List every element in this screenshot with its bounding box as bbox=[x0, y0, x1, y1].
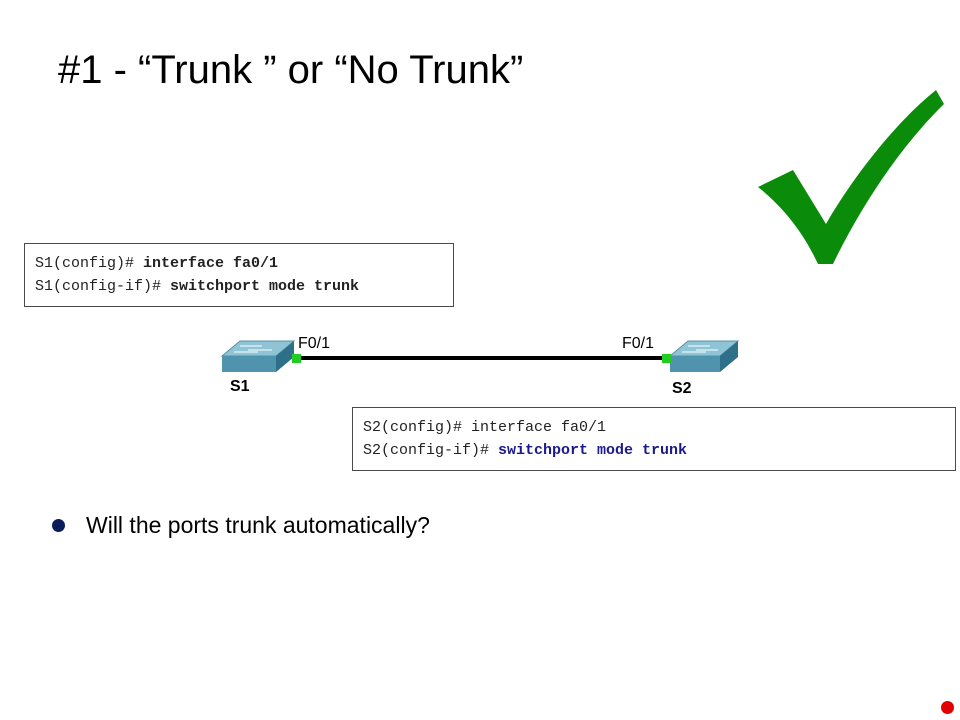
bullet-text: Will the ports trunk automatically? bbox=[86, 512, 430, 538]
s2-name-label: S2 bbox=[672, 380, 692, 397]
switch-s2-icon bbox=[668, 340, 740, 372]
check-mark-shape bbox=[758, 90, 944, 264]
s1-config-line-1: S1(config)# interface fa0/1 bbox=[35, 252, 443, 275]
s1-link-light bbox=[292, 354, 301, 363]
s2-command-2: switchport mode trunk bbox=[498, 442, 688, 459]
s2-command-1: interface fa0/1 bbox=[471, 419, 607, 436]
laser-pointer-dot-icon bbox=[941, 701, 954, 714]
switch-s1-icon bbox=[220, 340, 296, 372]
s1-command-2: switchport mode trunk bbox=[170, 278, 360, 295]
bullet-dot-icon bbox=[52, 519, 65, 532]
s1-config-box: S1(config)# interface fa0/1 S1(config-if… bbox=[24, 243, 454, 307]
bullet-item: Will the ports trunk automatically? bbox=[52, 512, 430, 539]
s1-prompt-1: S1(config)# bbox=[35, 255, 144, 272]
s2-prompt-1: S2(config)# bbox=[363, 419, 472, 436]
s2-config-line-1: S2(config)# interface fa0/1 bbox=[363, 416, 945, 439]
s2-config-box: S2(config)# interface fa0/1 S2(config-if… bbox=[352, 407, 956, 471]
s2-prompt-2: S2(config-if)# bbox=[363, 442, 499, 459]
s2-port-label: F0/1 bbox=[622, 335, 655, 352]
s1-prompt-2: S1(config-if)# bbox=[35, 278, 171, 295]
s1-name-label: S1 bbox=[230, 378, 250, 395]
check-mark-icon bbox=[758, 90, 944, 264]
s2-config-line-2: S2(config-if)# switchport mode trunk bbox=[363, 439, 945, 462]
s1-config-line-2: S1(config-if)# switchport mode trunk bbox=[35, 275, 443, 298]
s1-command-1: interface fa0/1 bbox=[143, 255, 279, 272]
s2-link-light bbox=[662, 354, 671, 363]
slide-title: #1 - “Trunk ” or “No Trunk” bbox=[58, 48, 524, 92]
s1-port-label: F0/1 bbox=[298, 335, 331, 352]
